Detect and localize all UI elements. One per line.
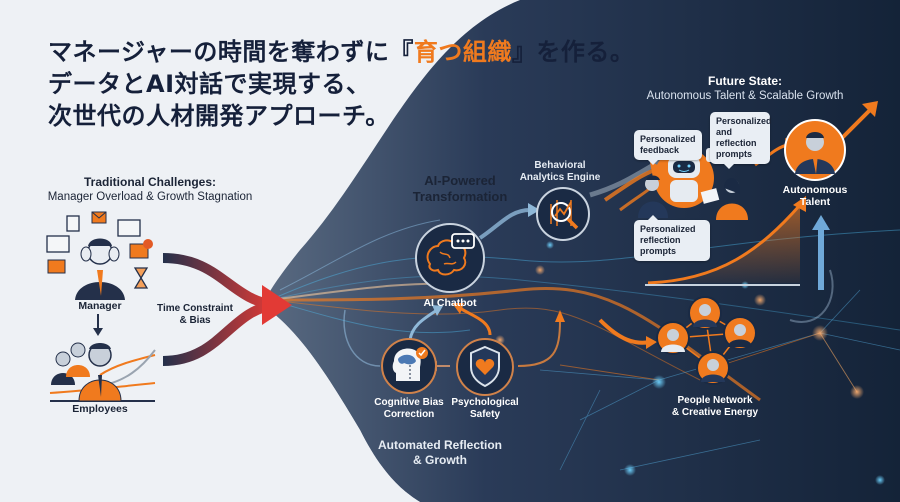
- automated-reflection-label: Automated Reflection & Growth: [377, 438, 502, 467]
- bubble-personalized-prompts: Personalized and reflection prompts: [710, 112, 772, 169]
- analytics-label: Behavioral Analytics Engine: [519, 160, 601, 183]
- future-state-heading: Future State: Autonomous Talent & Scalab…: [646, 74, 844, 102]
- people-network-label: People Network & Creative Energy: [671, 395, 759, 418]
- cognitive-bias-head-icon: [381, 338, 437, 394]
- headline: マネージャーの時間を奪わずに『育つ組織』を作る。 データとAI対話で実現する、 …: [48, 36, 634, 132]
- headline-accent: 育つ組織: [413, 38, 512, 66]
- bubble-reflection-prompts: Personalized reflection prompts: [634, 215, 710, 261]
- employees-label: Employees: [72, 403, 128, 415]
- psychological-safety-shield-icon: [456, 338, 514, 396]
- manager-label: Manager: [78, 300, 122, 312]
- traditional-heading: Traditional Challenges: Manager Overload…: [47, 175, 253, 203]
- headline-line-3: 次世代の人材開発アプローチ。: [48, 102, 390, 130]
- ai-chatbot-brain-icon: [415, 223, 485, 293]
- autonomous-talent-avatar-icon: [784, 119, 846, 181]
- transformation-heading: AI-Powered Transformation: [412, 173, 508, 204]
- network-avatars: [656, 296, 757, 385]
- autonomous-talent-label: Autonomous Talent: [782, 184, 848, 208]
- cognitive-bias-label: Cognitive Bias Correction: [374, 397, 444, 420]
- ai-coach-robot-scene-icon: [638, 148, 748, 220]
- bubble-personalized-feedback: Personalized feedback: [634, 130, 702, 165]
- analytics-magnifier-icon: [536, 187, 590, 241]
- ai-chatbot-label: AI Chatbot: [423, 297, 477, 309]
- employees-icon: [49, 342, 156, 402]
- headline-line-1: マネージャーの時間を奪わずに『育つ組織』を作る。: [48, 38, 635, 66]
- time-constraint-label: Time Constraint & Bias: [157, 303, 233, 326]
- stressed-manager-icon: [46, 211, 153, 300]
- people-network-icon: [656, 296, 757, 385]
- headline-line-2: データとAI対話で実現する、: [48, 70, 371, 98]
- psychological-safety-label: Psychological Safety: [451, 397, 519, 420]
- down-arrow-icon: [93, 314, 103, 336]
